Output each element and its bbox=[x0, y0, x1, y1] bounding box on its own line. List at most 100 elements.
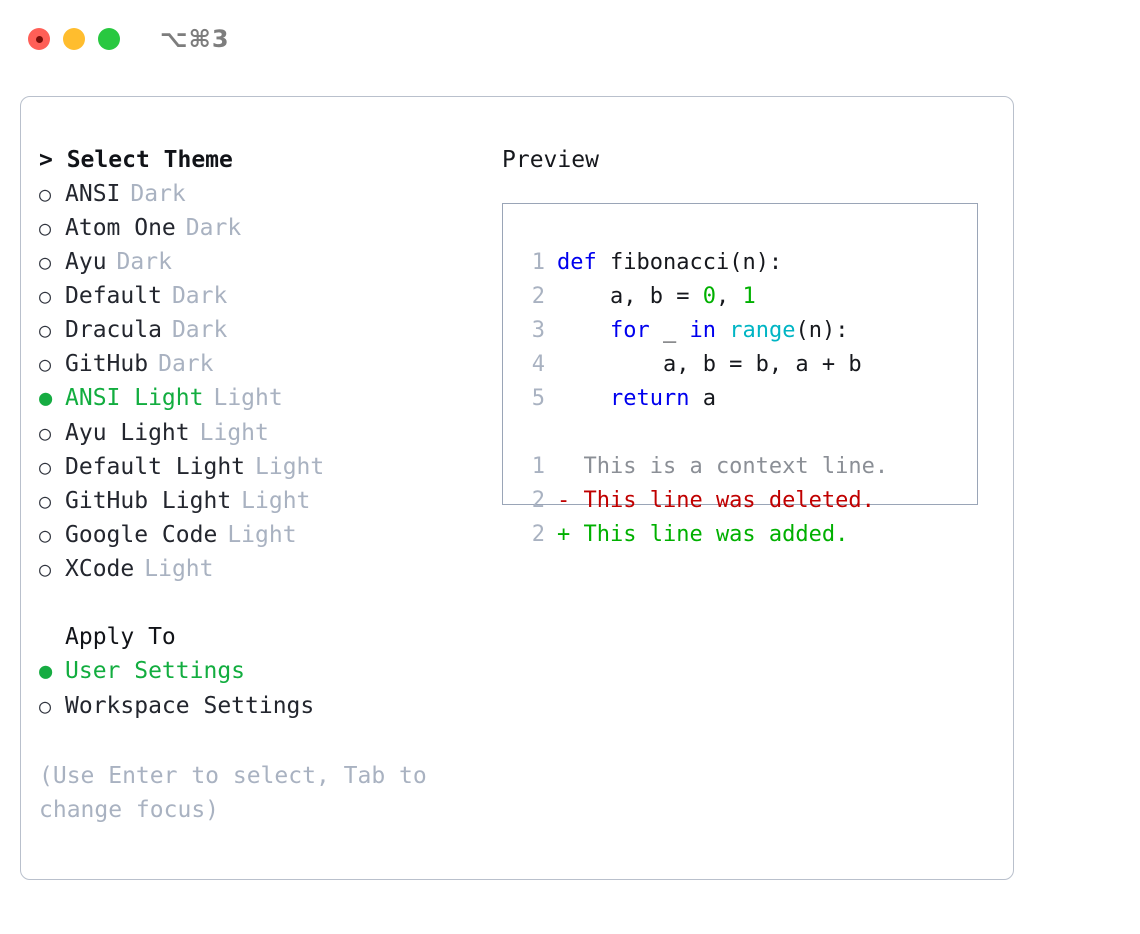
code-line-content: return a bbox=[557, 382, 716, 416]
theme-option-11[interactable]: ○ XCode Light bbox=[39, 552, 479, 586]
radio-unselected-icon[interactable]: ○ bbox=[39, 455, 52, 479]
code-token-plain bbox=[557, 386, 610, 411]
radio-unselected-icon[interactable]: ○ bbox=[39, 421, 52, 445]
keyboard-hint-text: (Use Enter to select, Tab to change focu… bbox=[39, 763, 427, 823]
diff-line-content-ctx: This is a context line. bbox=[557, 454, 889, 479]
diff-line: 2 - This line was deleted. bbox=[519, 484, 971, 518]
radio-unselected-icon[interactable]: ○ bbox=[39, 694, 52, 718]
theme-option-variant-badge: Light bbox=[199, 420, 269, 446]
apply-to-option-1[interactable]: ○Workspace Settings bbox=[39, 689, 479, 723]
theme-option-6[interactable]: ● ANSI Light Light bbox=[39, 381, 479, 416]
diff-sample-block: 1 This is a context line.2- This line wa… bbox=[519, 450, 971, 552]
radio-unselected-icon[interactable]: ○ bbox=[39, 318, 52, 342]
theme-option-variant-badge: Dark bbox=[171, 283, 228, 309]
code-token-kw: def bbox=[557, 250, 597, 275]
code-line-number: 3 bbox=[531, 318, 545, 343]
code-token-plain: (n): bbox=[795, 318, 849, 343]
minimize-window-button[interactable] bbox=[63, 28, 85, 50]
radio-unselected-icon[interactable]: ○ bbox=[39, 489, 52, 513]
code-line-content: def fibonacci(n): bbox=[557, 246, 782, 280]
theme-option-variant-badge: Dark bbox=[171, 317, 228, 343]
diff-line: 2 + This line was added. bbox=[519, 518, 971, 552]
preview-title: Preview bbox=[502, 147, 599, 173]
theme-option-label: Ayu Light bbox=[65, 420, 190, 446]
theme-option-variant-badge: Light bbox=[241, 488, 311, 514]
diff-line-content-add: + This line was added. bbox=[557, 522, 849, 547]
theme-option-label: Default Light bbox=[65, 454, 246, 480]
apply-to-option-label: User Settings bbox=[65, 658, 246, 684]
title-bar: ⌥⌘3 bbox=[0, 0, 1140, 78]
diff-line-number: 2 bbox=[531, 522, 545, 547]
code-token-num: 1 bbox=[742, 284, 756, 309]
theme-option-variant-badge: Light bbox=[144, 556, 214, 582]
code-line: 1 def fibonacci(n): bbox=[519, 246, 971, 280]
code-token-kw: for bbox=[609, 318, 650, 343]
select-theme-header-prefix: > bbox=[39, 147, 67, 173]
theme-option-variant-badge: Light bbox=[213, 385, 283, 411]
list-spacer bbox=[39, 586, 479, 620]
theme-option-0[interactable]: ○ ANSI Dark bbox=[39, 177, 479, 211]
code-token-fn: range bbox=[729, 318, 796, 343]
apply-to-list: ● User Settings ○Workspace Settings bbox=[39, 654, 479, 723]
code-token-num: 0 bbox=[702, 284, 716, 309]
code-line-content: a, b = 0, 1 bbox=[557, 280, 756, 314]
radio-unselected-icon[interactable]: ○ bbox=[39, 284, 52, 308]
theme-option-label: Default bbox=[65, 283, 162, 309]
theme-option-variant-badge: Dark bbox=[116, 249, 172, 275]
theme-option-9[interactable]: ○ GitHub Light Light bbox=[39, 484, 479, 518]
radio-unselected-icon[interactable]: ○ bbox=[39, 216, 52, 240]
code-token-plain: a, b = bbox=[557, 284, 703, 309]
select-theme-header: > Select Theme bbox=[39, 143, 479, 177]
code-line: 4 a, b = b, a + b bbox=[519, 348, 971, 382]
code-line: 5 return a bbox=[519, 382, 971, 416]
theme-option-3[interactable]: ○ Default Dark bbox=[39, 279, 479, 313]
code-token-plain: fibonacci(n): bbox=[596, 250, 783, 275]
code-line-number: 1 bbox=[531, 250, 545, 275]
theme-option-variant-badge: Dark bbox=[130, 181, 186, 207]
radio-unselected-icon[interactable]: ○ bbox=[39, 352, 52, 376]
code-token-kw: return bbox=[609, 386, 690, 411]
theme-option-label: XCode bbox=[65, 556, 135, 582]
apply-to-option-0[interactable]: ● User Settings bbox=[39, 654, 479, 689]
code-line-content: a, b = b, a + b bbox=[557, 348, 862, 382]
code-token-plain bbox=[557, 318, 610, 343]
theme-option-label: Ayu bbox=[65, 249, 107, 275]
radio-unselected-icon[interactable]: ○ bbox=[39, 250, 52, 274]
code-line-content: for _ in range(n): bbox=[557, 314, 848, 348]
diff-line-number: 2 bbox=[531, 488, 545, 513]
theme-option-label: GitHub Light bbox=[65, 488, 232, 514]
code-line-number: 5 bbox=[531, 386, 545, 411]
theme-option-label: Atom One bbox=[65, 215, 176, 241]
close-window-button[interactable] bbox=[28, 28, 50, 50]
theme-option-label: ANSI Light bbox=[65, 385, 204, 411]
preview-column: Preview bbox=[502, 143, 992, 177]
theme-option-variant-badge: Dark bbox=[158, 351, 214, 377]
theme-option-2[interactable]: ○ Ayu Dark bbox=[39, 245, 479, 279]
diff-line-content-del: - This line was deleted. bbox=[557, 488, 875, 513]
theme-option-label: ANSI bbox=[65, 181, 121, 207]
radio-unselected-icon[interactable]: ○ bbox=[39, 557, 52, 581]
window-shortcut-label: ⌥⌘3 bbox=[160, 25, 230, 53]
radio-selected-icon[interactable]: ● bbox=[39, 659, 53, 684]
radio-unselected-icon[interactable]: ○ bbox=[39, 182, 52, 206]
traffic-light-group bbox=[28, 28, 120, 50]
code-diff-separator bbox=[519, 416, 971, 450]
radio-unselected-icon[interactable]: ○ bbox=[39, 523, 52, 547]
code-line-number: 4 bbox=[531, 352, 545, 377]
select-theme-header-text: Select Theme bbox=[66, 147, 233, 173]
radio-selected-icon[interactable]: ● bbox=[39, 386, 53, 411]
code-line: 3 for _ in range(n): bbox=[519, 314, 971, 348]
theme-option-7[interactable]: ○ Ayu Light Light bbox=[39, 416, 479, 450]
zoom-window-button[interactable] bbox=[98, 28, 120, 50]
